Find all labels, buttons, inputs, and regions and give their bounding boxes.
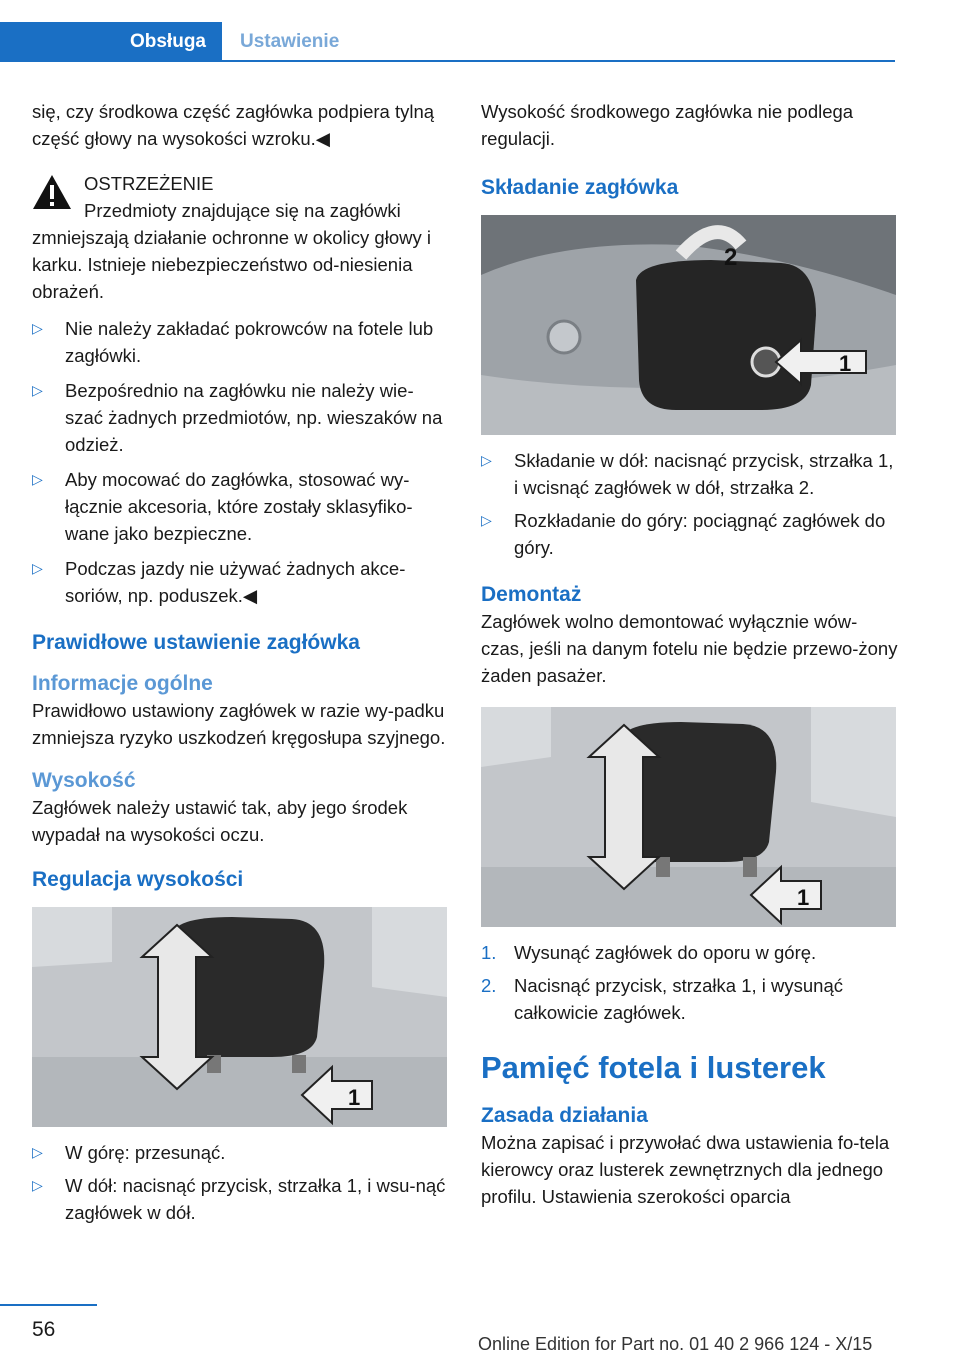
- bullet-icon: ▷: [32, 471, 43, 487]
- right-column: Wysokość środkowego zagłówka nie podlega…: [481, 98, 899, 1210]
- list-item: ▷Rozkładanie do góry: pociągnąć zagłówek…: [481, 507, 899, 561]
- section-title: Prawidłowe ustawienie zagłówka: [32, 631, 360, 654]
- step-number: 2.: [481, 975, 497, 996]
- step-number: 1.: [481, 942, 497, 963]
- warning-title: OSTRZEŻENIE: [84, 173, 214, 194]
- tab-bar: Obsługa Ustawienie: [0, 22, 895, 62]
- bullet-icon: ▷: [32, 560, 43, 576]
- bullet-icon: ▷: [32, 320, 43, 336]
- warning-block: OSTRZEŻENIE: [32, 170, 450, 209]
- arrow-label-1: 1: [839, 351, 851, 376]
- principle-text: Można zapisać i przywołać dwa ustawienia…: [481, 1132, 890, 1207]
- fold-bullets: ▷Składanie w dół: nacisnąć przycisk, str…: [481, 447, 899, 561]
- list-item: ▷Bezpośrednio na zagłówku nie należy wie…: [32, 377, 450, 458]
- list-item: ▷Podczas jazdy nie używać żadnych akce‐s…: [32, 555, 450, 609]
- warning-triangle-icon: [32, 174, 72, 217]
- height-heading: Wysokość: [32, 769, 136, 792]
- bullet-icon: ▷: [32, 382, 43, 398]
- headrest-fold-figure: 2 1: [481, 215, 896, 435]
- fold-title: Składanie zagłówka: [481, 176, 679, 199]
- bullet-icon: ▷: [481, 512, 492, 528]
- list-item: ▷W dół: nacisnąć przycisk, strzałka 1, i…: [32, 1172, 450, 1226]
- bullet-icon: ▷: [32, 1144, 43, 1160]
- list-item: 2.Nacisnąć przycisk, strzałka 1, i wysun…: [481, 972, 899, 1026]
- adjust-bullets: ▷W górę: przesunąć. ▷W dół: nacisnąć prz…: [32, 1139, 450, 1226]
- headrest-removal-figure: 1: [481, 707, 896, 927]
- general-heading: Informacje ogólne: [32, 672, 213, 695]
- list-item: ▷Aby mocować do zagłówka, stosować wy‐łą…: [32, 466, 450, 547]
- adjust-title: Regulacja wysokości: [32, 868, 244, 891]
- height-text: Zagłówek należy ustawić tak, aby jego śr…: [32, 797, 408, 845]
- list-item: ▷Składanie w dół: nacisnąć przycisk, str…: [481, 447, 899, 501]
- removal-heading: Demontaż: [481, 583, 582, 606]
- arrow-label-1: 1: [797, 885, 809, 910]
- removal-text: Zagłówek wolno demontować wyłącznie wów‐…: [481, 611, 898, 686]
- edition-text: Online Edition for Part no. 01 40 2 966 …: [478, 1334, 873, 1354]
- intro-text: się, czy środkowa część zagłówka podpier…: [32, 101, 435, 149]
- arrow-label-2: 2: [724, 244, 737, 271]
- list-item: ▷Nie należy zakładać pokrowców na fotele…: [32, 315, 450, 369]
- left-column: się, czy środkowa część zagłówka podpier…: [32, 98, 450, 1226]
- warning-bullets: ▷Nie należy zakładać pokrowców na fotele…: [32, 315, 450, 609]
- list-item: 1.Wysunąć zagłówek do oporu w górę.: [481, 939, 899, 966]
- removal-steps: 1.Wysunąć zagłówek do oporu w górę. 2.Na…: [481, 939, 899, 1026]
- tab-obsluga[interactable]: Obsługa: [0, 22, 222, 62]
- tab-underline: [222, 60, 895, 62]
- center-headrest-note: Wysokość środkowego zagłówka nie podlega…: [481, 101, 854, 149]
- headrest-height-figure: 1: [32, 907, 447, 1127]
- warning-text: Przedmioty znajdujące się na zagłówki zm…: [32, 200, 431, 302]
- list-item: ▷W górę: przesunąć.: [32, 1139, 450, 1166]
- general-text: Prawidłowo ustawiony zagłówek w razie wy…: [32, 700, 446, 748]
- tab-ustawienie[interactable]: Ustawienie: [240, 31, 340, 52]
- bullet-icon: ▷: [32, 1177, 43, 1193]
- principle-heading: Zasada działania: [481, 1104, 648, 1127]
- footer-divider: [0, 1304, 97, 1306]
- page-number: 56: [32, 1318, 56, 1341]
- arrow-label-1: 1: [348, 1085, 360, 1110]
- bullet-icon: ▷: [481, 452, 492, 468]
- memory-title: Pamięć fotela i lusterek: [481, 1050, 826, 1085]
